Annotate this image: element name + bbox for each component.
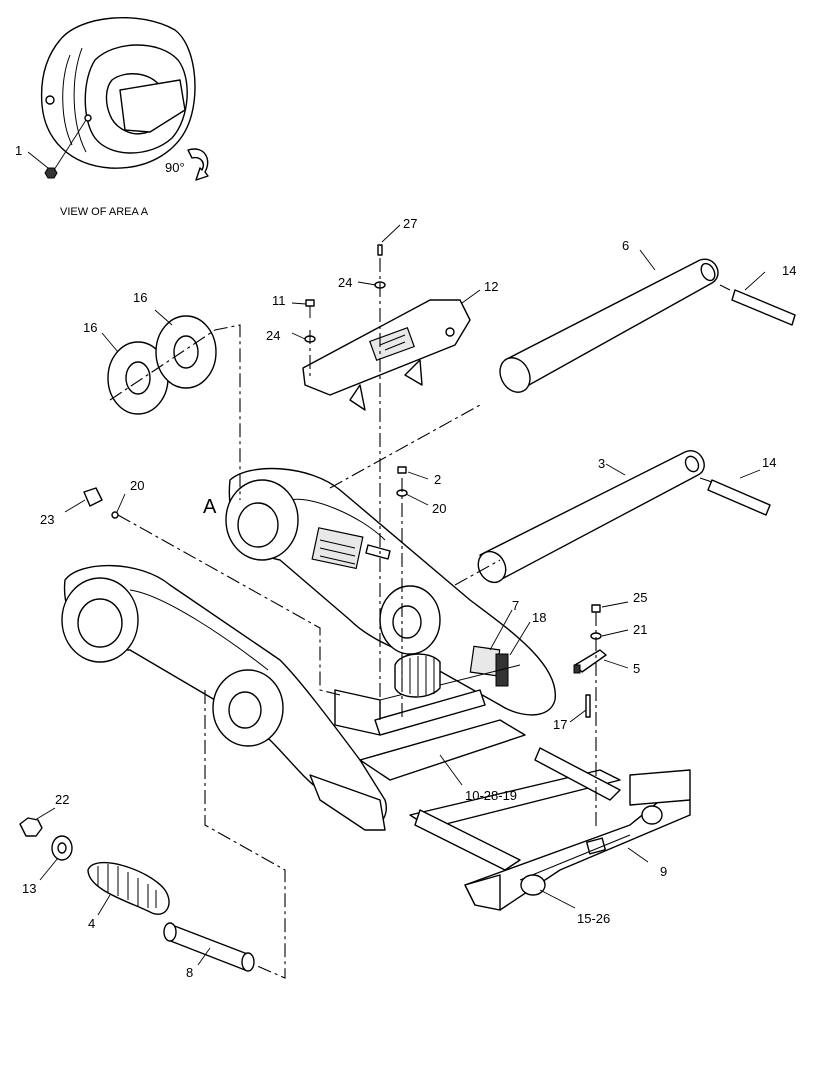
coupler-frame <box>61 467 621 831</box>
area-a-letter: A <box>203 496 217 518</box>
part-5-bracket <box>573 649 607 674</box>
callout-16-left: 16 <box>83 320 97 335</box>
part-3-cylinder <box>477 450 705 584</box>
callout-18: 18 <box>532 610 546 625</box>
part-4-spring <box>87 861 170 915</box>
callout-8: 8 <box>186 965 193 980</box>
part-23-fitting <box>83 487 103 507</box>
callout-7: 7 <box>512 598 519 613</box>
part-16-washer-right <box>155 315 217 389</box>
rotation-label: 90° <box>165 160 185 175</box>
callout-1: 1 <box>15 143 22 158</box>
callout-16-right: 16 <box>133 290 147 305</box>
callout-10-28-19: 10-28-19 <box>465 788 517 803</box>
callout-20-left: 20 <box>130 478 144 493</box>
callout-13: 13 <box>22 881 36 896</box>
assembly-centerlines <box>109 258 731 979</box>
callout-11: 11 <box>272 293 286 308</box>
callout-6: 6 <box>622 238 629 253</box>
callout-9: 9 <box>660 864 667 879</box>
callout-14-lower: 14 <box>762 455 776 470</box>
view-caption: VIEW OF AREA A <box>60 206 149 218</box>
callout-17: 17 <box>553 717 567 732</box>
callout-25: 25 <box>633 590 647 605</box>
callout-15-26: 15-26 <box>577 911 610 926</box>
part-17-clip <box>585 694 591 718</box>
part-22-nut <box>19 817 43 837</box>
callout-21: 21 <box>633 622 647 637</box>
callout-4: 4 <box>88 916 95 931</box>
callout-24-lower: 24 <box>266 328 280 343</box>
callout-3: 3 <box>598 456 605 471</box>
area-a-detail-view <box>40 16 209 181</box>
leader-lines <box>27 151 766 966</box>
part-25-bolt <box>591 604 601 613</box>
callout-5: 5 <box>633 661 640 676</box>
part-27-pin <box>377 244 383 256</box>
callout-2: 2 <box>434 472 441 487</box>
callout-27: 27 <box>403 216 417 231</box>
part-2-bolt <box>397 466 407 474</box>
callout-24-upper: 24 <box>338 275 352 290</box>
part-14-pin-upper <box>731 289 796 326</box>
part-8-rod <box>163 922 255 972</box>
callout-23: 23 <box>40 512 54 527</box>
part-11-bolt <box>305 299 315 318</box>
part-12-cover-plate <box>302 299 471 411</box>
part-6-cylinder <box>499 258 719 393</box>
callout-14-upper: 14 <box>782 263 796 278</box>
callout-12: 12 <box>484 279 498 294</box>
part-14-pin-lower <box>707 479 771 516</box>
callout-22: 22 <box>55 792 69 807</box>
part-13-washer <box>51 835 73 861</box>
callout-20-right: 20 <box>432 501 446 516</box>
part-9-lower-frame <box>414 747 691 911</box>
part-16-washer-left <box>107 341 169 415</box>
callout-numbers: 1 2 3 4 5 6 7 8 9 10-28-19 11 12 13 14 1… <box>15 143 796 980</box>
part-20-washer-left <box>111 511 119 519</box>
